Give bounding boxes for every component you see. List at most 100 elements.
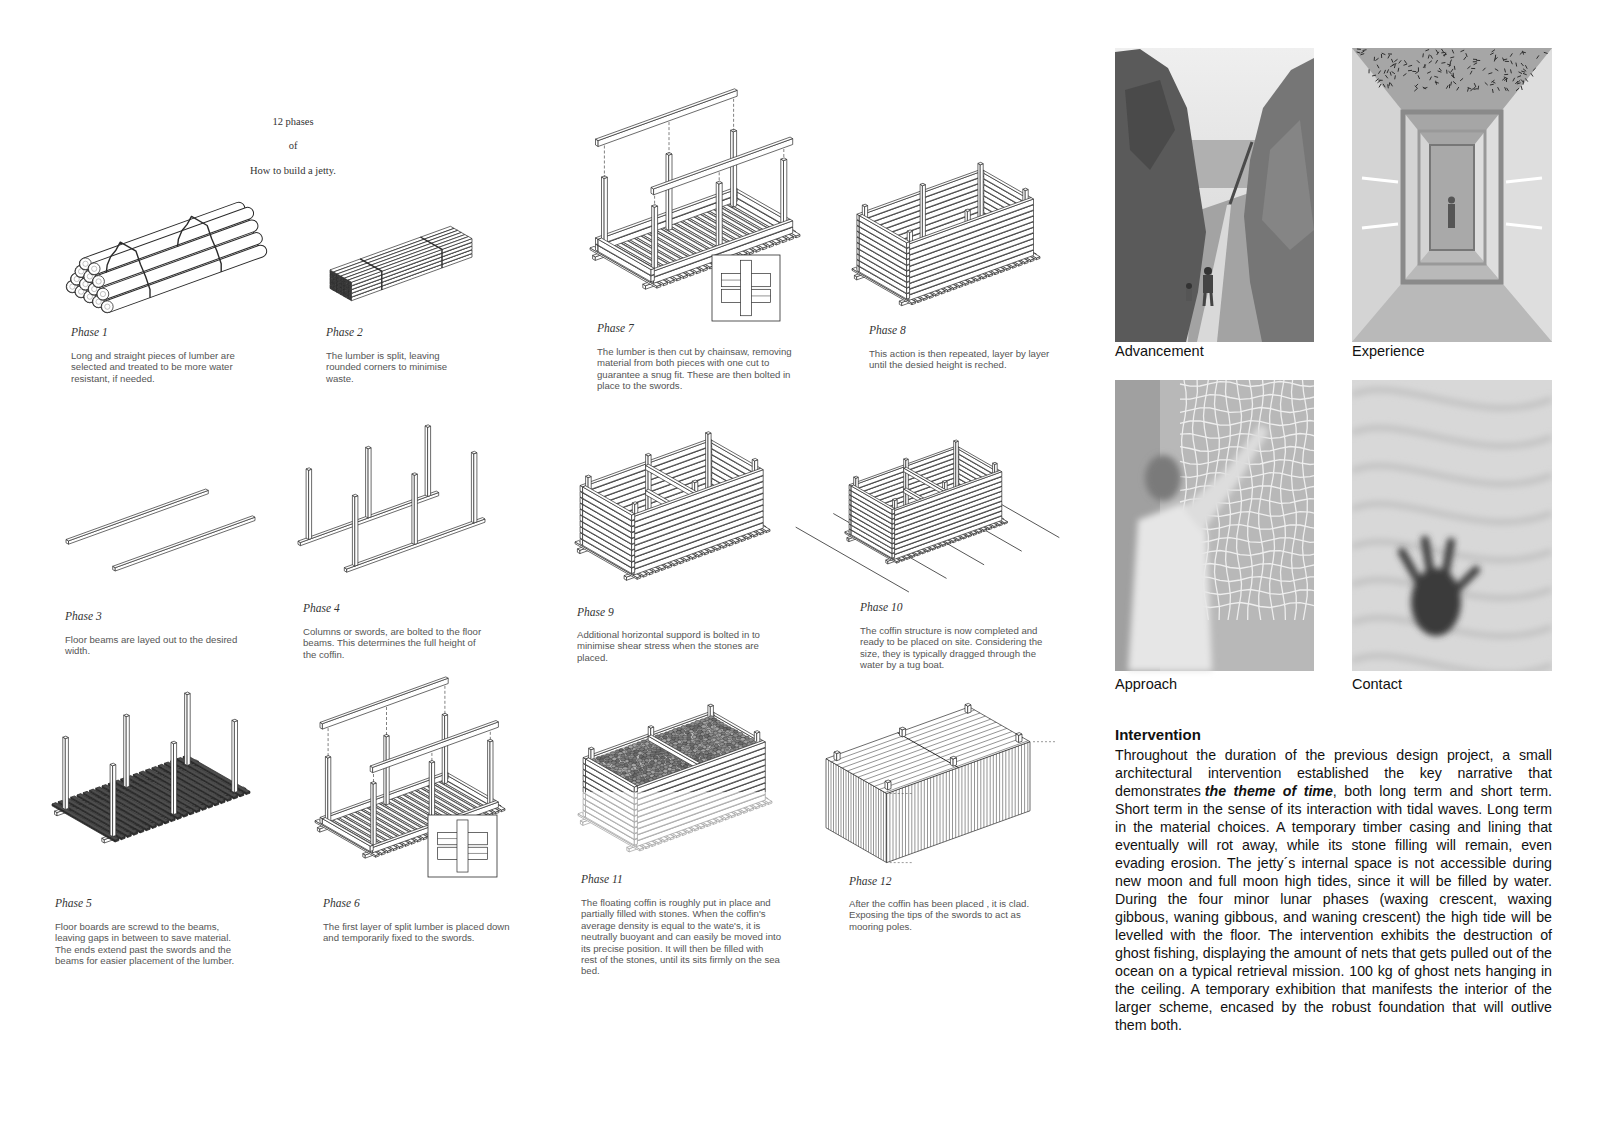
timber-face <box>904 468 945 495</box>
timber-face <box>634 741 765 789</box>
dashed-guide <box>733 99 734 131</box>
stone <box>648 748 652 751</box>
photo-net-speck <box>1533 68 1536 71</box>
timber-line <box>796 527 909 592</box>
photo-net-speck <box>1470 71 1472 75</box>
timber-line <box>843 769 844 838</box>
timber-face <box>978 162 983 165</box>
timber-face <box>471 451 477 454</box>
photo-head <box>1145 455 1181 501</box>
photo-net-speck <box>1467 66 1470 69</box>
water-fade <box>575 792 775 870</box>
log-outline <box>85 208 238 263</box>
photo-net-speck <box>1383 84 1385 87</box>
timber-face <box>754 731 760 734</box>
timber-face <box>648 736 697 768</box>
photo-net-speck <box>1398 68 1400 72</box>
photo-net-speck <box>1378 71 1380 74</box>
dashed-guide <box>328 728 329 757</box>
timber-face <box>306 469 309 540</box>
photo-net-speck <box>1363 49 1367 51</box>
phase-illustration <box>575 432 770 581</box>
photo-arm <box>1183 424 1269 532</box>
stone <box>709 750 714 753</box>
photo-net-speck <box>1360 54 1364 55</box>
photo-net-speck <box>1492 50 1495 52</box>
photo-net-speck <box>1387 69 1389 73</box>
photo-net-speck <box>1438 71 1442 72</box>
net-strand <box>1180 408 1314 413</box>
photo-net-speck <box>1415 86 1418 89</box>
photo-net-speck <box>1505 87 1507 91</box>
log-end <box>93 276 105 288</box>
timber-line <box>846 770 847 839</box>
photo-jetty <box>1230 142 1252 204</box>
photo-net-speck <box>1504 74 1508 75</box>
timber-face <box>586 759 635 792</box>
photo-net-speck <box>1430 77 1432 81</box>
timber-face <box>752 458 758 461</box>
photo-net-speck <box>1466 53 1467 57</box>
timber-face <box>598 90 737 146</box>
timber-face <box>371 783 373 852</box>
timber-face <box>981 172 1028 204</box>
detail-sword <box>457 820 468 872</box>
photo-figure <box>1204 293 1205 306</box>
stone <box>656 765 660 769</box>
photo-wave <box>1352 428 1552 446</box>
photo-net-speck <box>1394 64 1396 68</box>
photo-frame <box>1419 131 1485 264</box>
photo-light <box>1506 178 1542 182</box>
timber-face <box>348 237 472 283</box>
photo-ground <box>1352 48 1552 342</box>
timber-face <box>63 737 66 809</box>
photo-net-speck <box>1525 78 1528 81</box>
photo-figure <box>1448 197 1455 204</box>
photo-net-speck <box>1382 53 1386 55</box>
timber-face <box>234 721 237 793</box>
photo-net-speck <box>1468 88 1469 92</box>
photo-net-speck <box>1408 65 1412 66</box>
timber-face <box>909 199 1034 249</box>
photo-ground <box>1352 380 1552 671</box>
timber-line <box>841 767 842 836</box>
photo-net-speck <box>1439 68 1441 71</box>
photo-wave <box>1352 656 1552 671</box>
timber-face <box>632 502 638 505</box>
timber-face <box>907 198 1034 244</box>
net-strand <box>1248 380 1253 620</box>
phase-illustration <box>52 692 250 843</box>
photo-net-speck <box>1473 86 1476 89</box>
timber-face <box>956 448 997 476</box>
photo-light <box>1362 224 1398 228</box>
timber-face <box>862 204 867 206</box>
net-strand <box>1226 380 1231 620</box>
photo-net-speck <box>1488 73 1492 74</box>
timber-line <box>838 766 839 835</box>
joint-detail <box>712 255 780 321</box>
detail-cut <box>438 838 457 839</box>
photo-rock <box>1115 49 1206 342</box>
photo-net-speck <box>1510 69 1512 73</box>
photo-net-speck <box>1461 50 1465 52</box>
stone <box>660 757 665 760</box>
photo-net-speck <box>1390 65 1394 67</box>
net-strand <box>1281 380 1286 620</box>
phase-illustration <box>298 425 485 572</box>
photo-net-speck <box>1474 63 1478 65</box>
timber-face <box>894 477 1002 520</box>
stone <box>695 738 699 741</box>
stone <box>685 745 691 748</box>
photo-net-speck <box>1422 53 1424 57</box>
photo-net-speck <box>1516 88 1519 91</box>
photo-net-speck <box>1392 72 1395 74</box>
timber-face <box>110 764 113 836</box>
timber-face <box>589 747 595 750</box>
net-strand <box>1180 421 1314 426</box>
timber-face <box>322 819 370 852</box>
joint-detail <box>428 815 497 877</box>
timber-face <box>355 496 358 566</box>
photo-net-speck <box>1443 54 1447 55</box>
photo-net-speck <box>1414 89 1417 92</box>
timber-face <box>892 471 1002 511</box>
